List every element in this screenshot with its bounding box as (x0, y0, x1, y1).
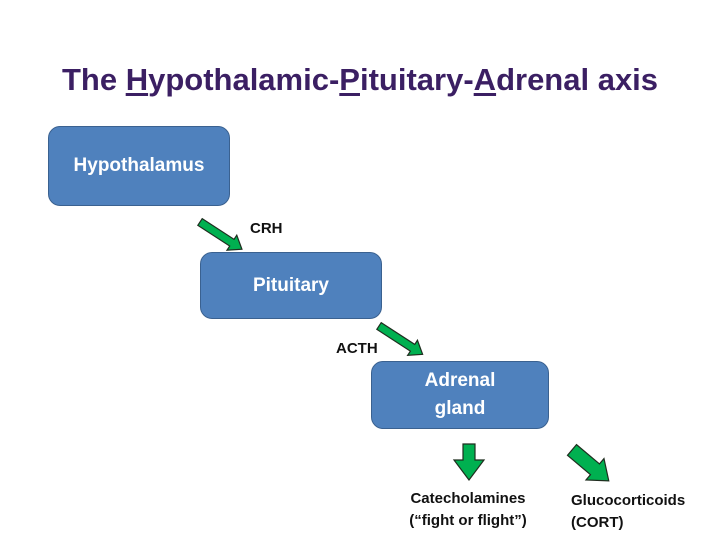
hypothalamus-box: Hypothalamus (48, 126, 230, 206)
crh-label: CRH (250, 220, 283, 237)
hypothalamus-label: Hypothalamus (73, 155, 205, 177)
pituitary-box: Pituitary (200, 252, 382, 319)
catecholamines-label: Catecholamines (“fight or flight”) (398, 488, 538, 532)
catecholamines-arrow-icon (452, 443, 486, 481)
glucocorticoids-line1: Glucocorticoids (571, 492, 686, 509)
glucocorticoids-arrow-icon (566, 443, 610, 482)
adrenal-label-line1: Adrenal (424, 370, 496, 392)
pituitary-label: Pituitary (252, 274, 330, 296)
adrenal-gland-box: Adrenal gland (371, 361, 549, 429)
slide-title: The Hypothalamic-Pituitary-Adrenal axis (61, 62, 659, 97)
catecholamines-line1: Catecholamines (410, 490, 526, 507)
adrenal-label-line2: gland (434, 398, 486, 419)
crh-arrow-icon (196, 217, 243, 251)
acth-arrow-icon (375, 321, 424, 357)
glucocorticoids-label: Glucocorticoids (CORT) (571, 490, 711, 534)
acth-label: ACTH (336, 340, 378, 357)
catecholamines-line2: (“fight or flight”) (409, 511, 527, 529)
glucocorticoids-line2: (CORT) (571, 513, 624, 531)
